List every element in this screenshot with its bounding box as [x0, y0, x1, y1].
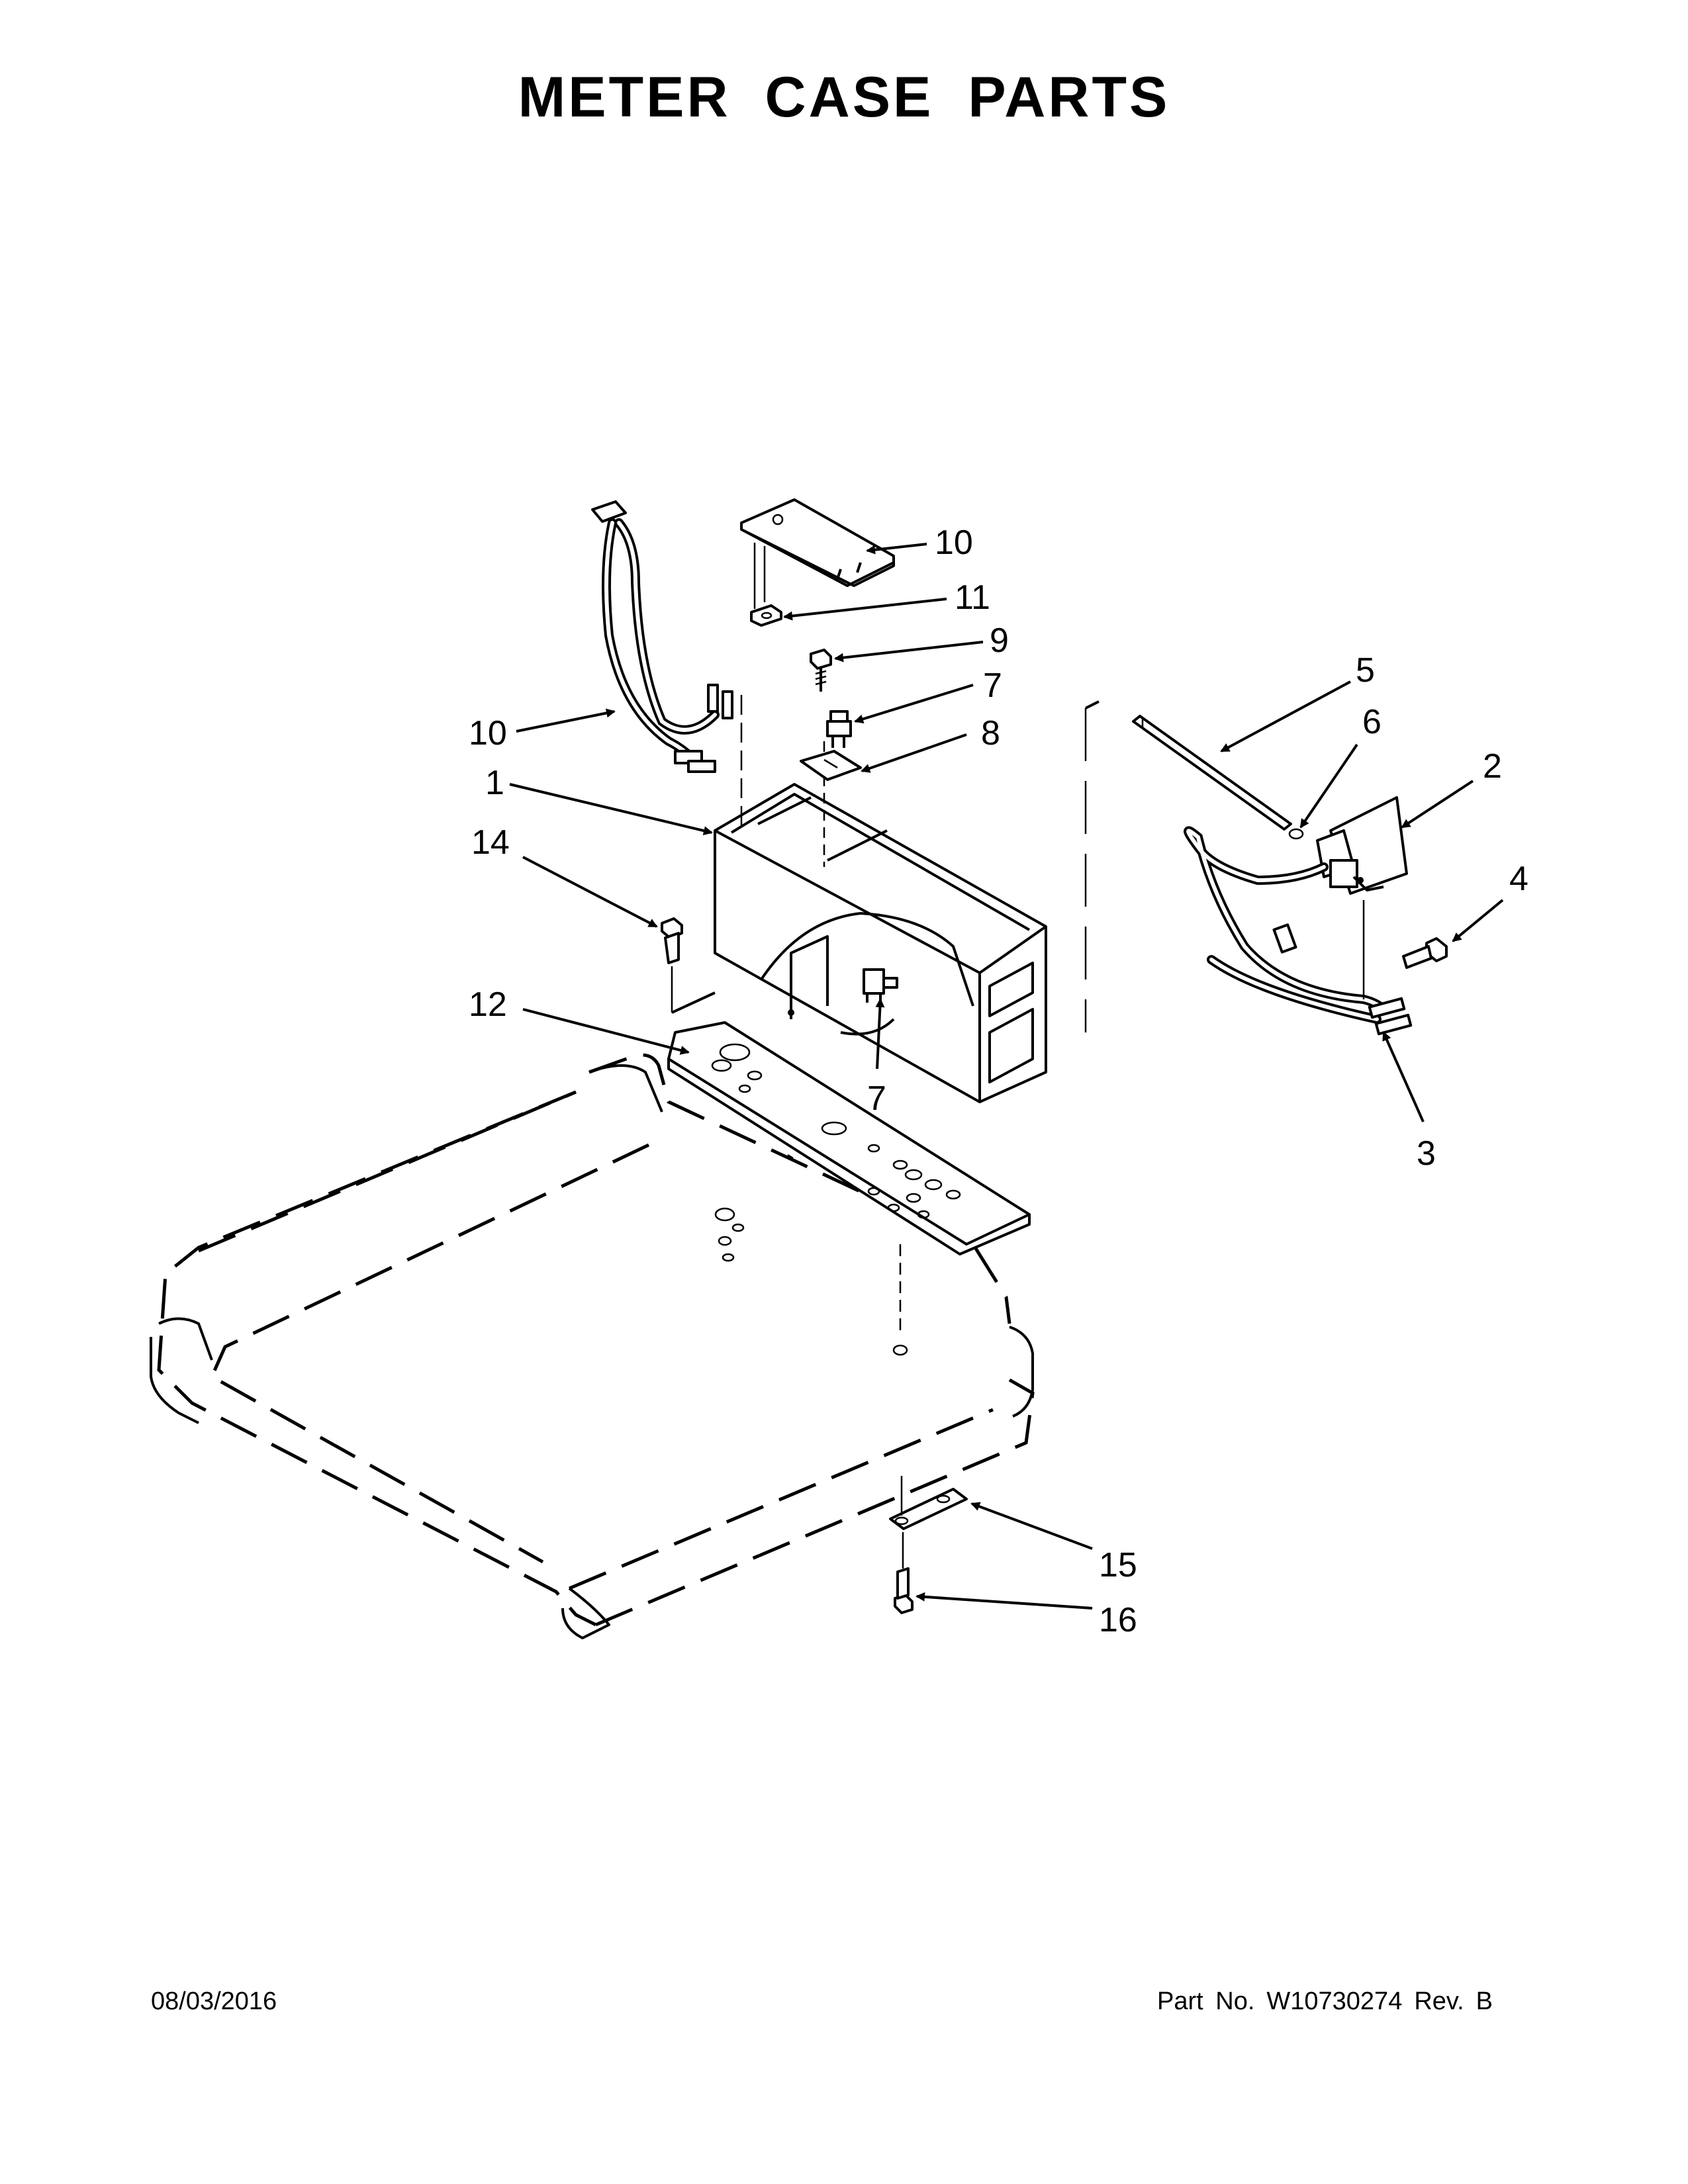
mounting-bracket: [889, 1476, 968, 1530]
rev-label: Rev.: [1414, 1987, 1464, 2015]
callout-2: 2: [1483, 747, 1502, 786]
callout-6: 6: [1362, 703, 1382, 741]
meter-case-box: [714, 695, 1047, 1103]
wire-assembly: [1184, 826, 1413, 1036]
actuator: [1316, 796, 1408, 895]
callout-3: 3: [1417, 1134, 1436, 1173]
callout-8: 8: [981, 714, 1000, 752]
callout-7-upper: 7: [983, 666, 1002, 705]
wire-harness: [591, 500, 733, 773]
bracket: [750, 604, 782, 627]
page-title: METER CASE PARTS: [518, 66, 1170, 129]
screw-4: [1402, 937, 1448, 969]
part-no-label: Part No.: [1157, 1987, 1255, 2015]
callout-16: 16: [1099, 1601, 1137, 1639]
callout-14: 14: [471, 823, 510, 862]
callout-12: 11: [955, 578, 990, 617]
leader-lines: [509, 543, 1504, 1610]
callout-1: 1: [485, 764, 504, 802]
switch-cover: [740, 498, 895, 609]
top-frame-phantom: [150, 1053, 1035, 1639]
screw-14: [661, 917, 716, 1014]
callout-labels: 10 11 9 7 8 10 1 14 12 7 5 6 2 4 3 15 16: [469, 523, 1528, 1639]
part-no-value: W10730274: [1266, 1987, 1403, 2015]
callout-10: 10: [469, 714, 507, 752]
rev-value: B: [1476, 1987, 1493, 2015]
callout-11: 10: [935, 523, 973, 562]
console-plate: [667, 1021, 1031, 1356]
clip: [1288, 828, 1304, 840]
callout-13: 12: [469, 985, 507, 1024]
rod: [1084, 700, 1292, 1032]
callout-9: 9: [990, 621, 1009, 660]
callout-5: 5: [1356, 651, 1375, 690]
callout-4: 4: [1509, 860, 1528, 898]
screw-9: [810, 649, 832, 692]
switch-upper: [826, 710, 852, 748]
callout-7-lower: 7: [867, 1079, 886, 1118]
callout-15: 15: [1099, 1546, 1137, 1584]
switch-lower: [863, 968, 898, 1003]
switch-pad: [800, 750, 862, 781]
screw-16: [894, 1532, 914, 1614]
footer-part-number: Part No. W10730274 Rev. B: [1157, 1987, 1505, 2016]
footer-date: 08/03/2016: [151, 1987, 277, 2015]
